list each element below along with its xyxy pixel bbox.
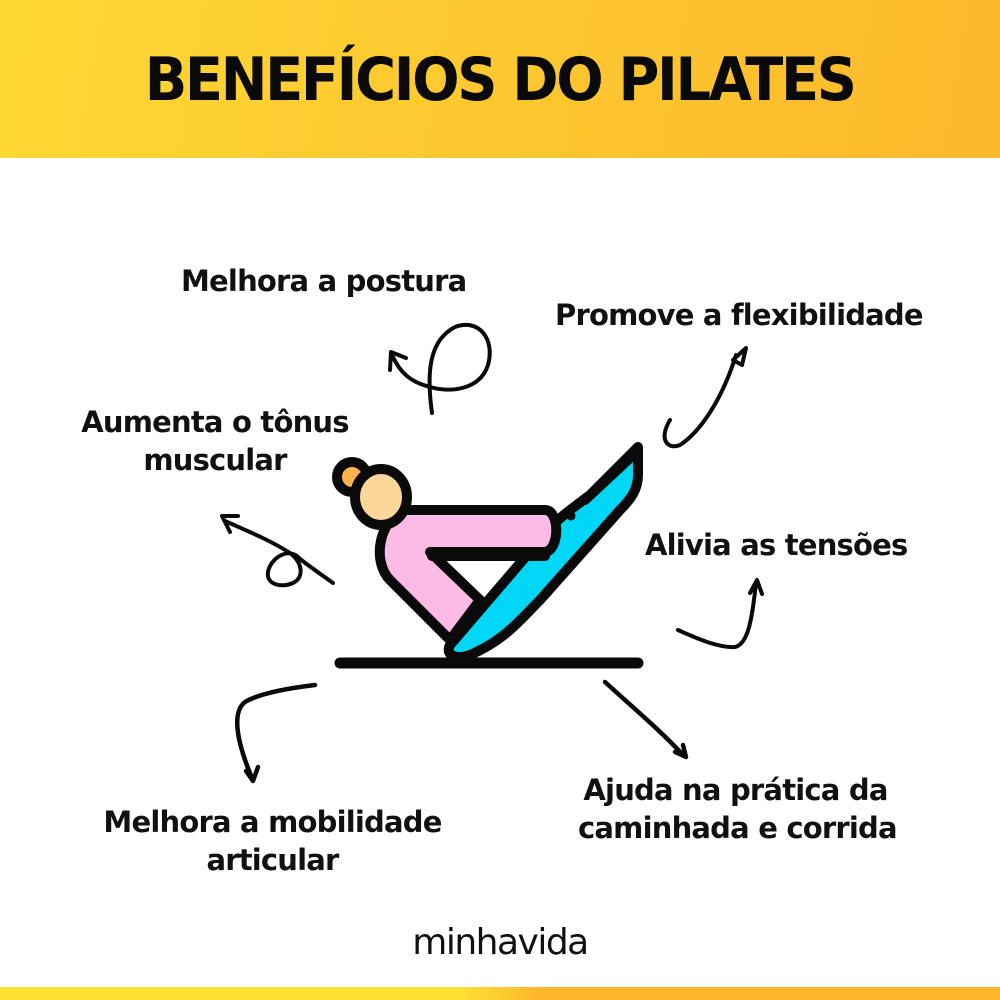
benefit-mobility-line-1: Melhora a mobilidade: [103, 805, 442, 839]
brand-logo: minhavida: [412, 922, 589, 963]
benefit-posture-line-1: Melhora a postura: [181, 264, 467, 298]
benefit-tension: Alivia as tensões: [645, 526, 908, 564]
benefit-muscle-tone-line-1: Aumenta o tônus: [81, 405, 349, 439]
arrow-posture-icon: [388, 323, 492, 415]
benefit-muscle-tone: Aumenta o tônus muscular: [80, 403, 350, 479]
benefit-flexibility: Promove a flexibilidade: [555, 296, 924, 334]
arrow-flexibility-icon: [662, 346, 748, 449]
benefit-posture: Melhora a postura: [181, 262, 467, 300]
benefit-tension-line-1: Alivia as tensões: [645, 528, 908, 562]
benefit-walking-running-line-2: caminhada e corrida: [578, 811, 898, 845]
benefit-flexibility-line-1: Promove a flexibilidade: [555, 298, 924, 332]
benefit-muscle-tone-line-2: muscular: [143, 443, 287, 477]
benefit-walking-running-line-1: Ajuda na prática da: [583, 773, 888, 807]
benefit-mobility-line-2: articular: [206, 843, 339, 877]
pilates-figure-icon: [332, 442, 644, 669]
arrow-walking-running-icon: [602, 679, 689, 760]
arrow-mobility-icon: [234, 682, 318, 784]
benefit-walking-running: Ajuda na prática da caminhada e corrida: [578, 771, 898, 847]
benefit-mobility: Melhora a mobilidade articular: [100, 803, 445, 879]
page-title: BENEFÍCIOS DO PILATES: [145, 45, 857, 115]
arrow-muscle-tone-icon: [220, 514, 335, 588]
arrow-tension-icon: [676, 578, 764, 650]
header-banner: BENEFÍCIOS DO PILATES: [0, 0, 1000, 158]
footer-bar: [0, 987, 1000, 1000]
